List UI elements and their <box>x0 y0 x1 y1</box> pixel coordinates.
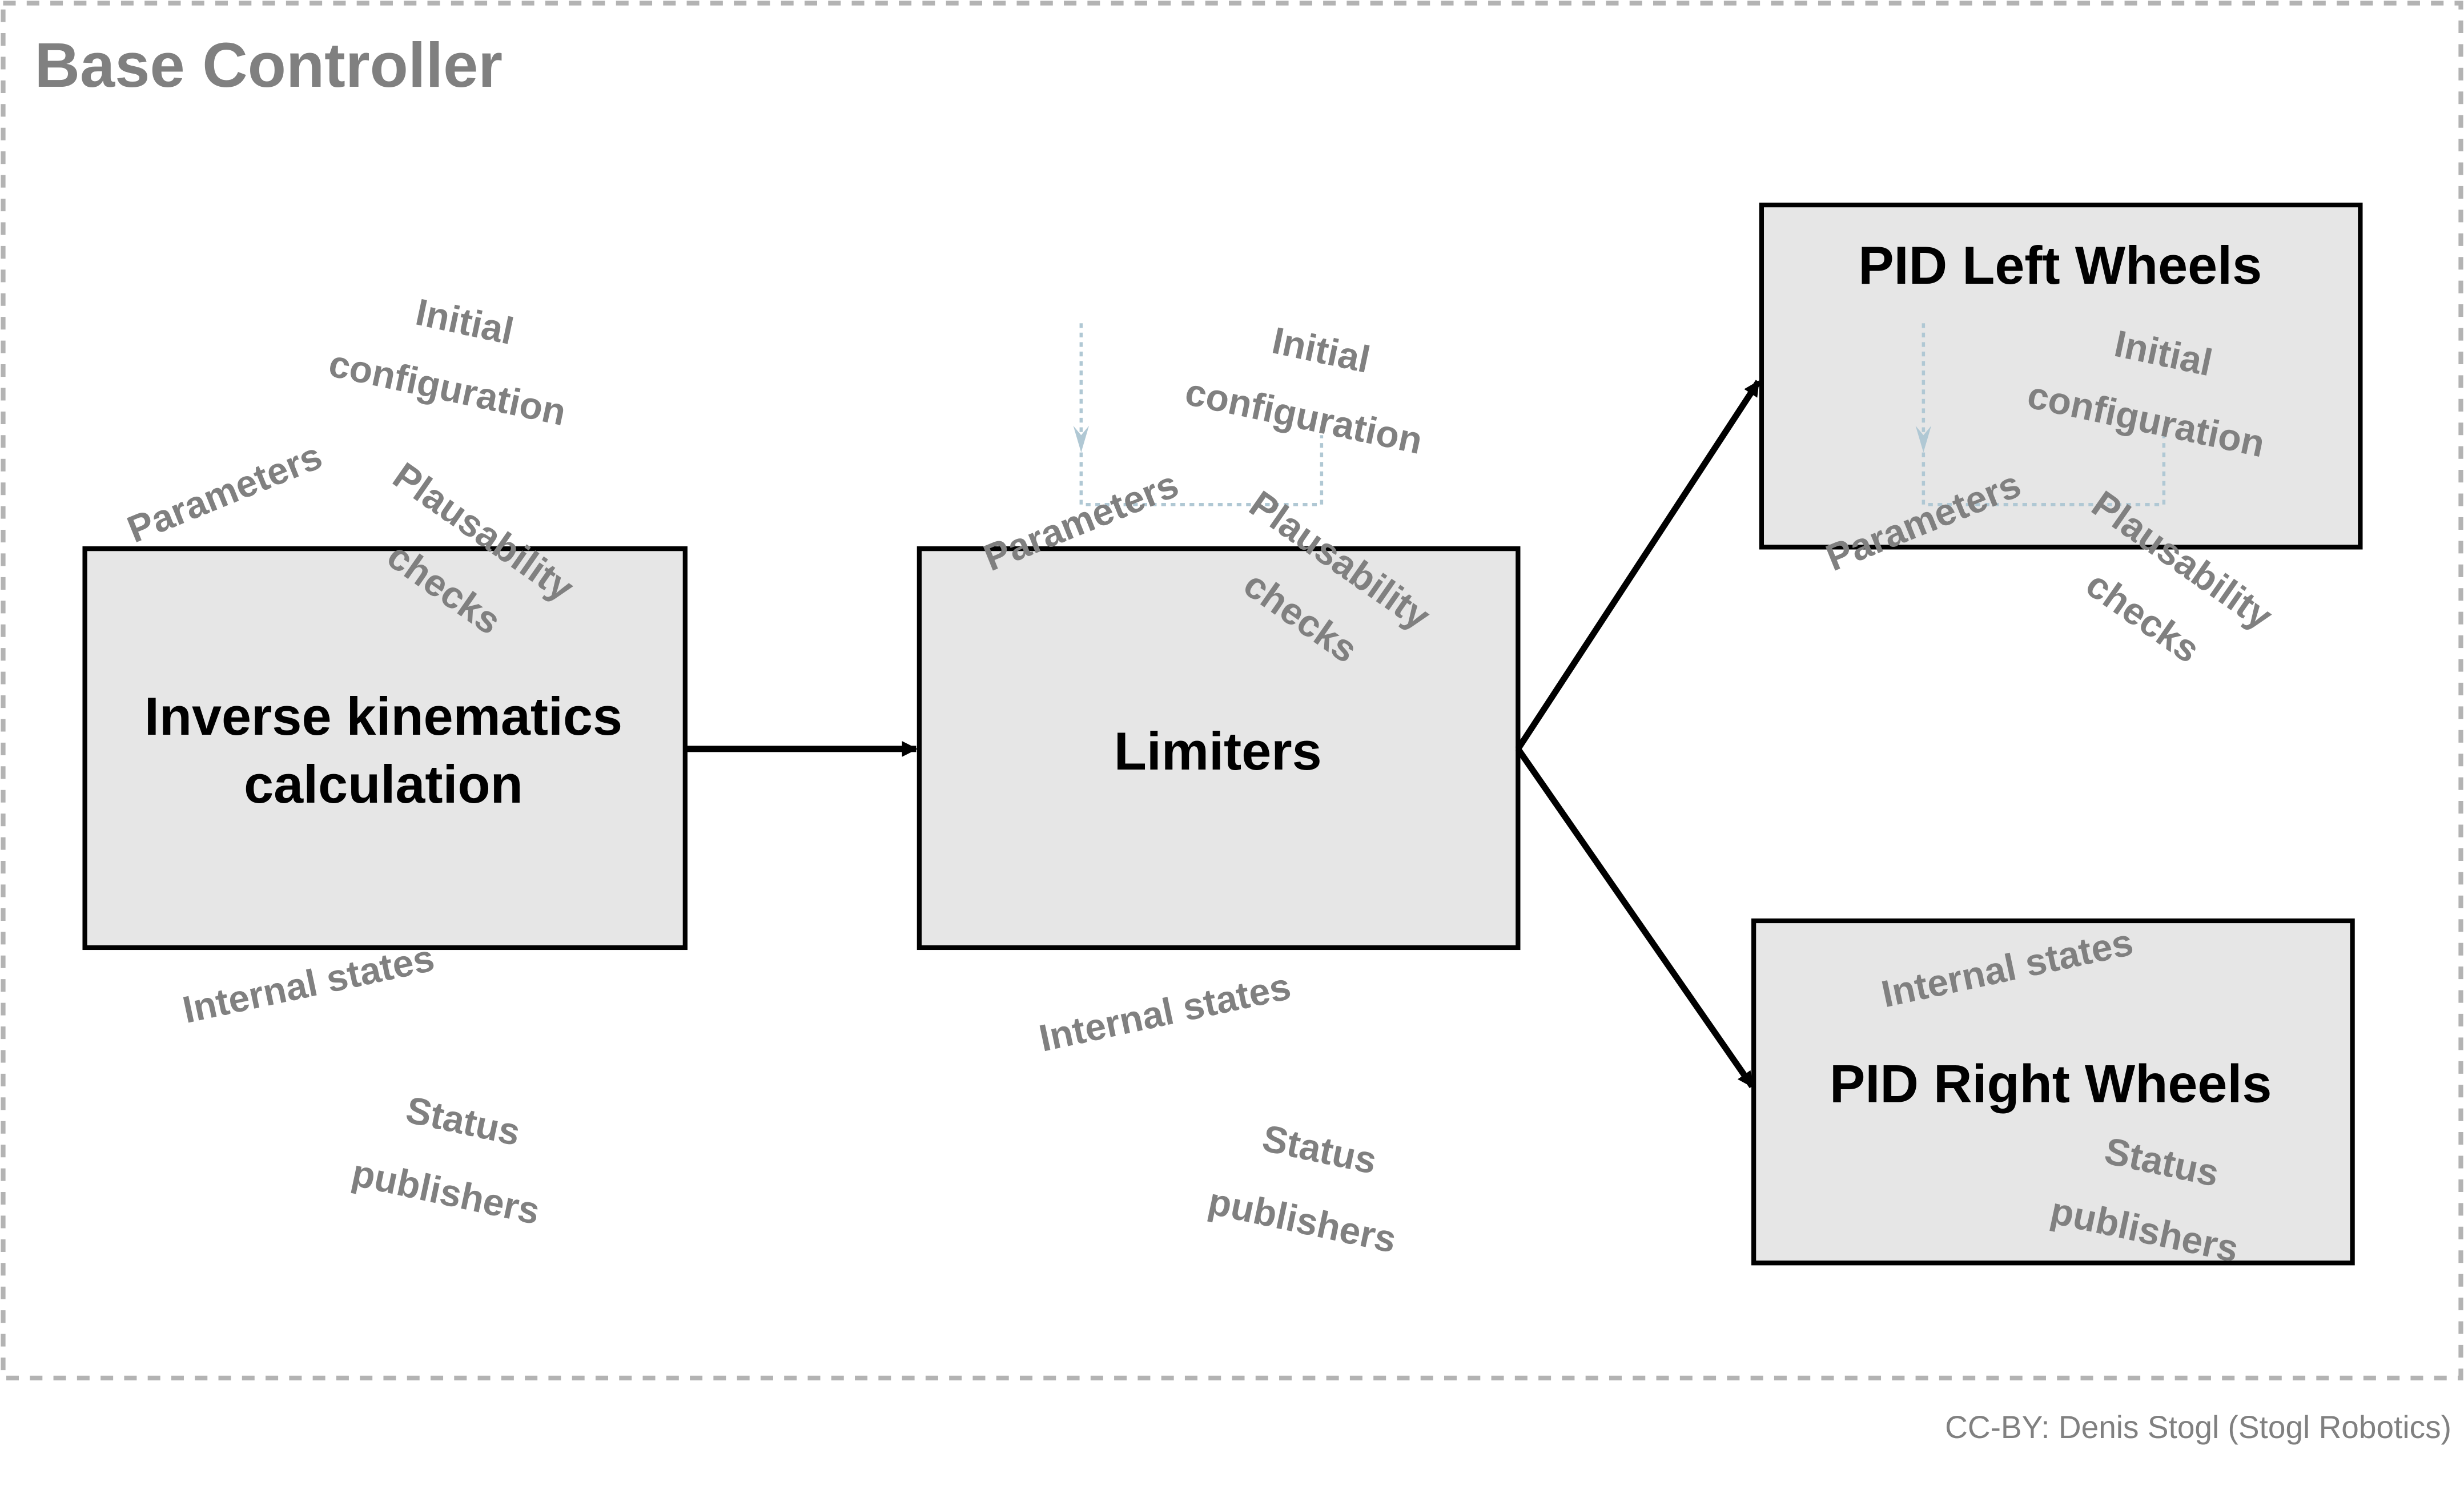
ik-label-line2: calculation <box>244 754 523 814</box>
arrow-limiters-to-pid-left <box>1515 380 1761 751</box>
pid-left-label: PID Left Wheels <box>1858 235 2262 295</box>
license-credit: CC-BY: Denis Stogl (Stogl Robotics) <box>1945 1410 2451 1445</box>
pid-right-block: PID Right Wheels <box>1751 918 2355 1266</box>
pid-right-label: PID Right Wheels <box>1830 1053 2272 1113</box>
annotation-configuration: configuration <box>1181 371 1426 462</box>
limiters-param-connector <box>1073 323 1324 506</box>
annotation-internal-states: Internal states <box>179 937 438 1032</box>
annotation-status: Status <box>402 1089 524 1154</box>
ik-label-line1: Inverse kinematics <box>144 686 622 746</box>
annotation-internal-states: Internal states <box>1035 965 1294 1060</box>
annotation-initial: Initial <box>1268 319 1373 381</box>
limiters-label: Limiters <box>1114 721 1322 781</box>
arrow-limiters-to-pid-right <box>1515 747 1755 1089</box>
annotation-publishers: publishers <box>1204 1180 1400 1261</box>
pid-left-param-connector <box>1915 323 2166 506</box>
annotation-publishers: publishers <box>348 1151 544 1233</box>
annotation-initial: Initial <box>412 291 517 353</box>
diagram-title: Base Controller <box>35 30 503 100</box>
annotation-status: Status <box>1259 1117 1380 1183</box>
annotation-parameters: Parameters <box>122 434 328 551</box>
limiters-block: Limiters <box>917 546 1521 951</box>
base-controller-frame <box>1 1 2463 1381</box>
annotation-configuration: configuration <box>325 343 569 434</box>
pid-left-block: PID Left Wheels <box>1759 202 2363 550</box>
inverse-kinematics-block: Inverse kinematics calculation <box>82 546 688 951</box>
